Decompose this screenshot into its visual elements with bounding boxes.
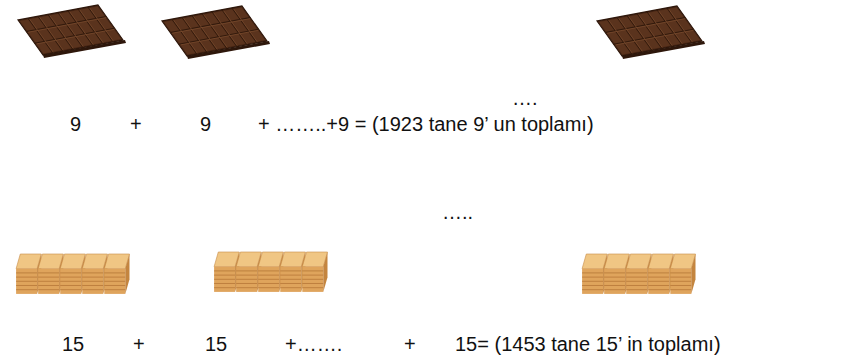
addend: 15 [62,332,84,356]
ellipsis-mark: ….. [442,200,473,224]
addend: 9 [70,112,81,136]
addend: 15 [205,332,227,356]
biscuit-stack [214,252,327,292]
chocolate-bar [597,6,705,59]
addend: 9 [200,112,211,136]
plus-sign: + [404,332,416,356]
ellipsis-mark: …. [512,86,538,110]
plus-sign: + [133,332,145,356]
chocolate-bar [162,6,270,59]
chocolate-bar [18,5,126,58]
sum-expression: 15= (1453 tane 15’ in toplamı) [455,332,721,356]
plus-sign: + [130,112,142,136]
sum-expression: +……. [285,332,342,356]
biscuit-stack [582,254,695,294]
sum-expression: + ……..+9 = (1923 tane 9’ un toplamı) [258,112,594,136]
biscuit-stack [16,254,129,294]
